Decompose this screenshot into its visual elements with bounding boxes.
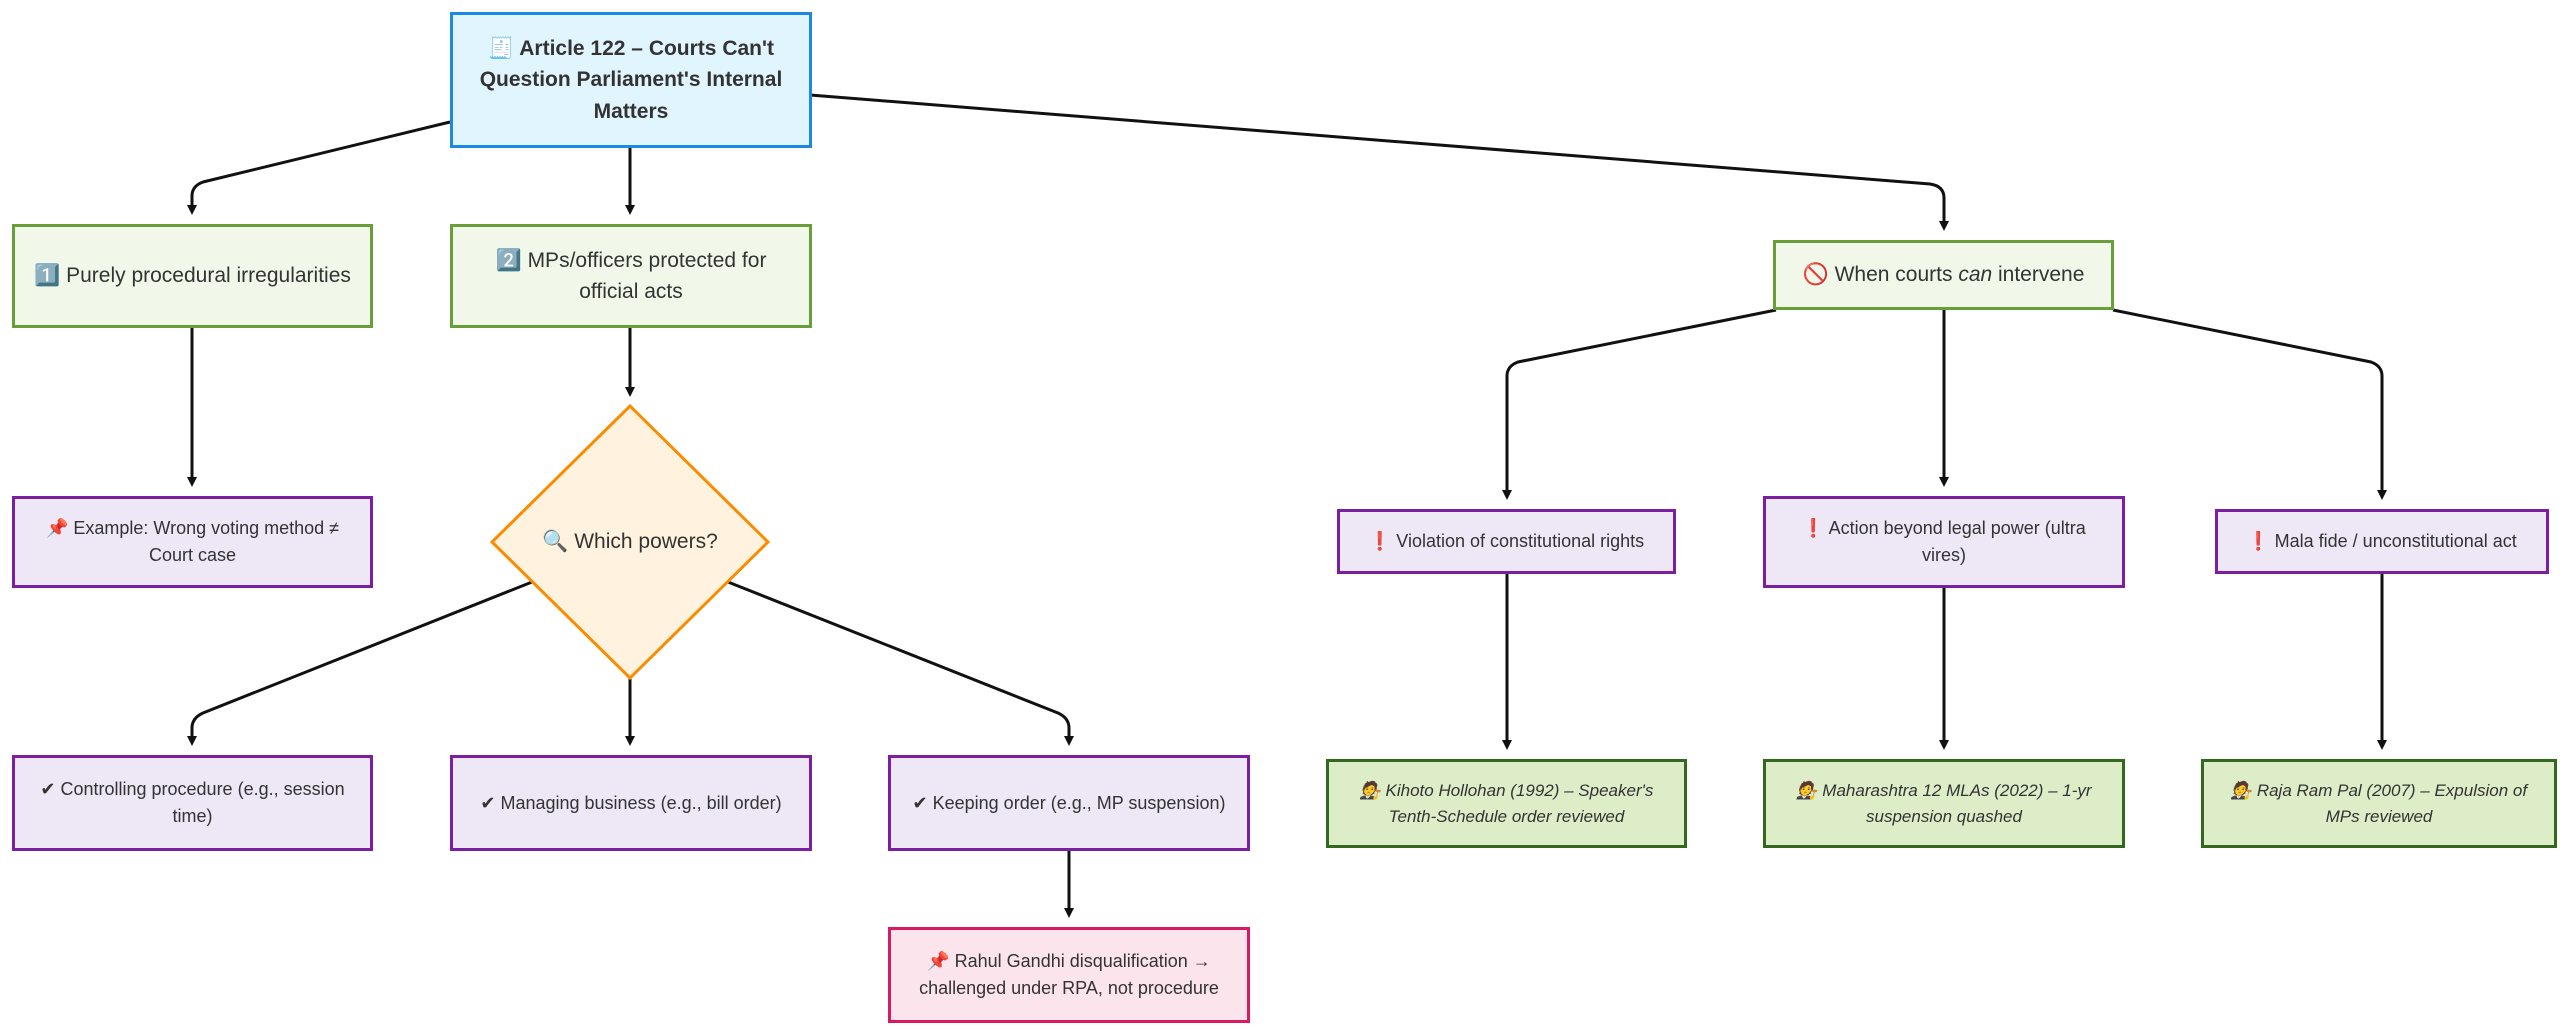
ground-constitutional-rights: ❗ Violation of constitutional rights xyxy=(1337,509,1676,574)
root-title: Article 122 – Courts Can't Question Parl… xyxy=(479,36,783,123)
edge-root-procedural xyxy=(187,120,451,215)
judge-icon: 🧑‍⚖️ xyxy=(2230,781,2253,800)
edge-decision-power1 xyxy=(187,580,533,746)
case-kihoto-hollohan: 🧑‍⚖️ Kihoto Hollohan (1992) – Speaker's … xyxy=(1326,759,1687,848)
check-icon: ✔ xyxy=(912,792,928,813)
prohibited-icon: 🚫 xyxy=(1802,263,1829,287)
edge-decision-power3 xyxy=(727,580,1074,746)
power-label: Managing business (e.g., bill order) xyxy=(500,792,782,813)
exclamation-icon: ❗ xyxy=(1802,518,1825,538)
exclamation-icon: ❗ xyxy=(2247,531,2270,551)
ground-label: Violation of constitutional rights xyxy=(1396,531,1645,551)
ground-mala-fide: ❗ Mala fide / unconstitutional act xyxy=(2215,509,2549,574)
exclamation-icon: ❗ xyxy=(1368,531,1392,551)
keycap-one-icon: 1️⃣ xyxy=(34,264,61,288)
branch-procedural-label: Purely procedural irregularities xyxy=(66,264,351,288)
power-label: Keeping order (e.g., MP suspension) xyxy=(932,792,1226,813)
power-label: Controlling procedure (e.g., session tim… xyxy=(60,779,345,826)
branch-procedural: 1️⃣ Purely procedural irregularities xyxy=(12,224,373,328)
branch-intervene-text-after: intervene xyxy=(1992,263,2085,287)
case-maharashtra-mlas: 🧑‍⚖️ Maharashtra 12 MLAs (2022) – 1-yr s… xyxy=(1763,759,2125,848)
edge-intervene-ground1 xyxy=(1502,308,1777,500)
power-keeping-order: ✔ Keeping order (e.g., MP suspension) xyxy=(888,755,1250,851)
branch-intervene-text-before: When courts xyxy=(1834,263,1959,287)
ground-label: Action beyond legal power (ultra vires) xyxy=(1828,518,2086,565)
ground-label: Mala fide / unconstitutional act xyxy=(2274,531,2517,551)
example-label: Example: Wrong voting method ≠ Court cas… xyxy=(73,518,340,565)
case-label: Kihoto Hollohan (1992) – Speaker's Tenth… xyxy=(1385,781,1654,826)
decision-diamond-shape xyxy=(489,403,771,681)
edge-root-intervene xyxy=(809,93,1949,231)
decision-node: 🔍 Which powers? xyxy=(489,403,771,681)
pushpin-icon: 📌 xyxy=(927,951,950,971)
branch-protected-label: MPs/officers protected for official acts xyxy=(527,248,767,304)
case-label: Maharashtra 12 MLAs (2022) – 1-yr suspen… xyxy=(1822,781,2092,826)
note-rahul-gandhi: 📌 Rahul Gandhi disqualification → challe… xyxy=(888,927,1250,1023)
note-label: Rahul Gandhi disqualification → challeng… xyxy=(919,951,1219,998)
keycap-two-icon: 2️⃣ xyxy=(495,248,522,272)
check-icon: ✔ xyxy=(480,792,496,813)
edge-intervene-ground3 xyxy=(2112,308,2387,500)
judge-icon: 🧑‍⚖️ xyxy=(1796,781,1818,800)
branch-intervene: 🚫 When courts can intervene xyxy=(1773,240,2114,310)
judge-icon: 🧑‍⚖️ xyxy=(1359,781,1381,800)
power-managing-business: ✔ Managing business (e.g., bill order) xyxy=(450,755,812,851)
root-node: 🧾 Article 122 – Courts Can't Question Pa… xyxy=(450,12,812,148)
decision-label: Which powers? xyxy=(574,530,718,553)
case-raja-ram-pal: 🧑‍⚖️ Raja Ram Pal (2007) – Expulsion of … xyxy=(2201,759,2557,848)
ground-ultra-vires: ❗ Action beyond legal power (ultra vires… xyxy=(1763,496,2125,588)
check-icon: ✔ xyxy=(40,779,56,799)
branch-protected: 2️⃣ MPs/officers protected for official … xyxy=(450,224,812,328)
branch-intervene-text-em: can xyxy=(1958,263,1993,287)
case-label: Raja Ram Pal (2007) – Expulsion of MPs r… xyxy=(2256,781,2528,826)
example-node: 📌 Example: Wrong voting method ≠ Court c… xyxy=(12,496,373,588)
pushpin-icon: 📌 xyxy=(45,518,69,538)
power-controlling-procedure: ✔ Controlling procedure (e.g., session t… xyxy=(12,755,373,851)
magnifier-icon: 🔍 xyxy=(542,530,569,553)
receipt-icon: 🧾 xyxy=(488,36,515,60)
